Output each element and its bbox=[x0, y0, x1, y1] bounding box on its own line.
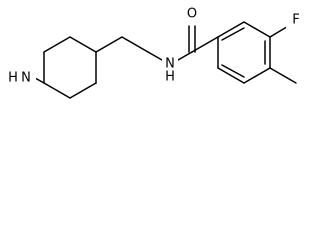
bond bbox=[69, 82, 97, 99]
oxygen-label: O bbox=[187, 7, 197, 22]
methyl-bond bbox=[269, 67, 297, 84]
bond bbox=[221, 27, 245, 41]
bond bbox=[95, 36, 123, 53]
molecule-structure: O F N H H N bbox=[4, 6, 302, 99]
bond bbox=[43, 36, 71, 53]
fluorine-label: F bbox=[292, 13, 299, 28]
bond bbox=[69, 36, 97, 53]
bond bbox=[34, 77, 45, 84]
substituents bbox=[269, 24, 297, 84]
bond bbox=[147, 51, 163, 61]
bond bbox=[221, 64, 245, 78]
piperidine-ring bbox=[34, 36, 97, 99]
amide-hydrogen-label: H bbox=[165, 70, 175, 85]
bond bbox=[177, 51, 193, 61]
bond bbox=[121, 36, 149, 53]
linker-chain bbox=[95, 25, 219, 61]
ring-hydrogen-label: H bbox=[8, 71, 18, 86]
atom-labels: O F N H H N bbox=[4, 6, 302, 86]
bond bbox=[243, 21, 271, 38]
bond bbox=[43, 82, 71, 99]
bond bbox=[243, 67, 271, 84]
bond bbox=[217, 21, 245, 38]
benzene-ring bbox=[217, 21, 271, 84]
bond bbox=[217, 67, 245, 84]
amide-nitrogen-label: N bbox=[165, 57, 175, 72]
bond bbox=[191, 36, 219, 53]
ring-nitrogen-label: N bbox=[21, 71, 31, 86]
